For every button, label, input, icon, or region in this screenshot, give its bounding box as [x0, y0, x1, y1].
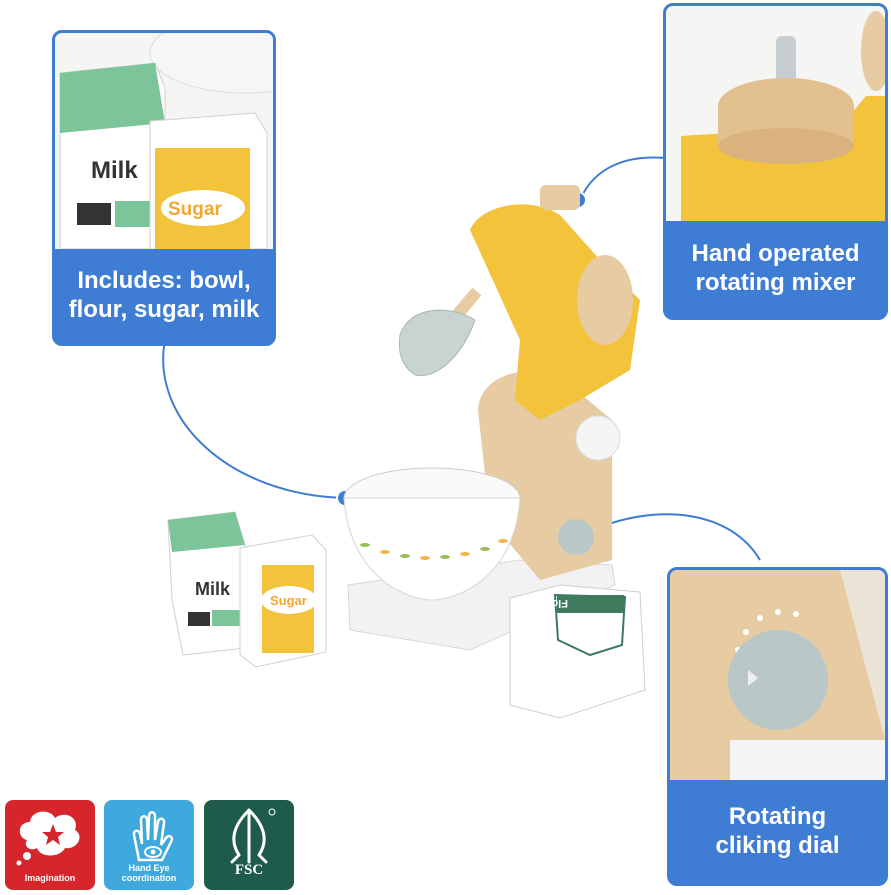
callout-includes-photo: Milk Sugar — [55, 33, 273, 249]
callout-mixer-caption: Hand operated rotating mixer — [691, 240, 860, 296]
hand-eye-icon — [132, 811, 174, 862]
callout-milk-label: Milk — [91, 157, 138, 184]
callout-dial-caption: Rotating cliking dial — [715, 802, 840, 859]
dial-knob — [558, 519, 594, 555]
callout-dial: Rotating cliking dial — [667, 567, 888, 886]
callout-includes-caption: Includes: bowl, flour, sugar, milk — [68, 267, 260, 323]
connector-mixer — [579, 156, 666, 201]
bowl-leaf-pattern — [360, 539, 508, 560]
callout-includes: Milk Sugar Includes: bowl, flour, sugar,… — [52, 30, 276, 346]
callout-dial-photo — [670, 570, 885, 780]
connector-includes — [162, 339, 346, 499]
thought-cloud-icon — [16, 811, 80, 866]
dial-icon — [728, 630, 828, 730]
box-sugar-label: Sugar — [270, 593, 307, 608]
badge-hand-eye-label: Hand Eye coordination — [121, 863, 177, 884]
badge-fsc-label: FSC — [234, 861, 264, 878]
badge-fsc: FSC — [204, 800, 294, 890]
callout-mixer-photo — [666, 6, 885, 221]
badge-hand-eye: Hand Eye coordination — [104, 800, 194, 890]
badge-imagination: Imagination — [5, 800, 95, 890]
badge-imagination-label: Imagination — [24, 873, 76, 884]
callout-mixer: Hand operated rotating mixer — [663, 3, 888, 320]
callout-sugar-label: Sugar — [168, 199, 222, 220]
box-flour-label: Flour — [540, 597, 568, 609]
fsc-tree-icon — [230, 808, 276, 864]
connector-dial — [602, 513, 761, 561]
carton-milk-label: Milk — [195, 579, 231, 599]
stand-knob — [575, 415, 621, 461]
